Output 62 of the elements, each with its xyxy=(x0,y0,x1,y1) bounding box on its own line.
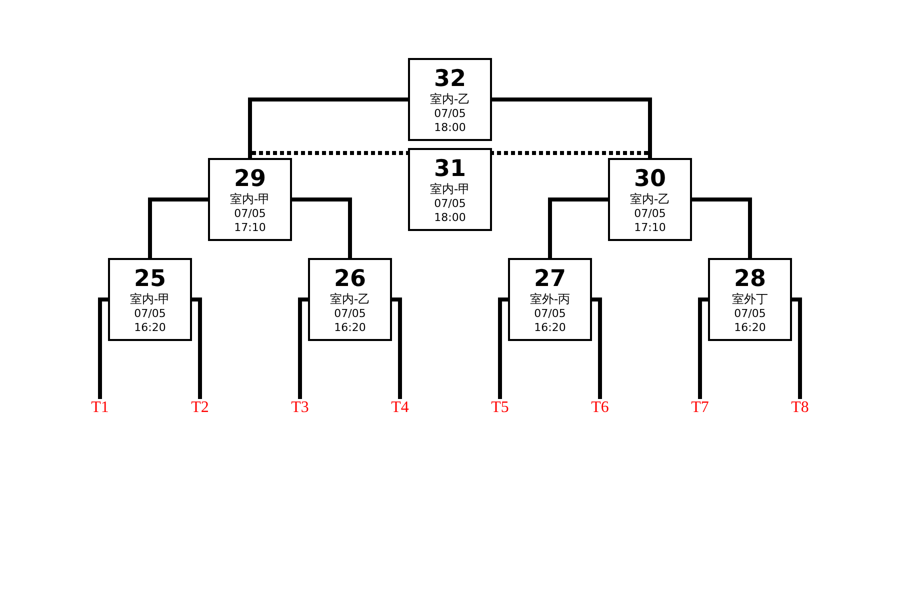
venue-label: 室内-甲 xyxy=(130,291,170,307)
dotted-bracket-line xyxy=(248,151,408,158)
bracket-line xyxy=(292,198,352,258)
match-box xyxy=(308,258,392,341)
venue-label: 室内-甲 xyxy=(430,181,470,197)
match-number: 28 xyxy=(734,267,766,291)
bracket-line xyxy=(592,298,602,399)
match-box xyxy=(708,258,792,341)
match-time: 17:10 xyxy=(634,221,666,235)
match-time: 17:10 xyxy=(234,221,266,235)
team-label: T2 xyxy=(191,399,209,417)
match-time: 16:20 xyxy=(534,321,566,335)
venue-label: 室外-丙 xyxy=(530,291,570,307)
match-time: 16:20 xyxy=(334,321,366,335)
bracket-line xyxy=(698,298,708,399)
match-box xyxy=(408,148,492,231)
match-box xyxy=(208,158,292,241)
dotted-bracket-line xyxy=(492,151,652,158)
bracket-line xyxy=(392,298,402,399)
match-time: 16:20 xyxy=(134,321,166,335)
team-label: T3 xyxy=(291,399,309,417)
match-date: 07/05 xyxy=(734,307,766,321)
match-number: 31 xyxy=(434,157,466,181)
match-box xyxy=(408,58,492,141)
bracket-line xyxy=(192,298,202,399)
bracket-line xyxy=(548,198,608,258)
match-date: 07/05 xyxy=(334,307,366,321)
match-time: 16:20 xyxy=(734,321,766,335)
match-number: 27 xyxy=(534,267,566,291)
match-date: 07/05 xyxy=(134,307,166,321)
match-date: 07/05 xyxy=(234,207,266,221)
bracket-line xyxy=(98,298,108,399)
match-number: 29 xyxy=(234,167,266,191)
match-box xyxy=(508,258,592,341)
team-label: T4 xyxy=(391,399,409,417)
bracket-line xyxy=(498,298,508,399)
match-number: 25 xyxy=(134,267,166,291)
venue-label: 室外丁 xyxy=(732,291,768,307)
match-box xyxy=(608,158,692,241)
team-label: T8 xyxy=(791,399,809,417)
venue-label: 室内-乙 xyxy=(330,291,370,307)
team-label: T5 xyxy=(491,399,509,417)
bracket-line xyxy=(692,198,752,258)
match-date: 07/05 xyxy=(634,207,666,221)
match-time: 18:00 xyxy=(434,121,466,135)
bracket-line xyxy=(792,298,802,399)
bracket-line xyxy=(298,298,308,399)
match-box xyxy=(108,258,192,341)
bracket-line xyxy=(148,198,208,258)
match-number: 32 xyxy=(434,67,466,91)
team-label: T1 xyxy=(91,399,109,417)
venue-label: 室内-甲 xyxy=(230,191,270,207)
match-date: 07/05 xyxy=(434,197,466,211)
venue-label: 室内-乙 xyxy=(430,91,470,107)
match-time: 18:00 xyxy=(434,211,466,225)
match-number: 26 xyxy=(334,267,366,291)
match-number: 30 xyxy=(634,167,666,191)
match-date: 07/05 xyxy=(534,307,566,321)
team-label: T6 xyxy=(591,399,609,417)
venue-label: 室内-乙 xyxy=(630,191,670,207)
match-date: 07/05 xyxy=(434,107,466,121)
team-label: T7 xyxy=(691,399,709,417)
